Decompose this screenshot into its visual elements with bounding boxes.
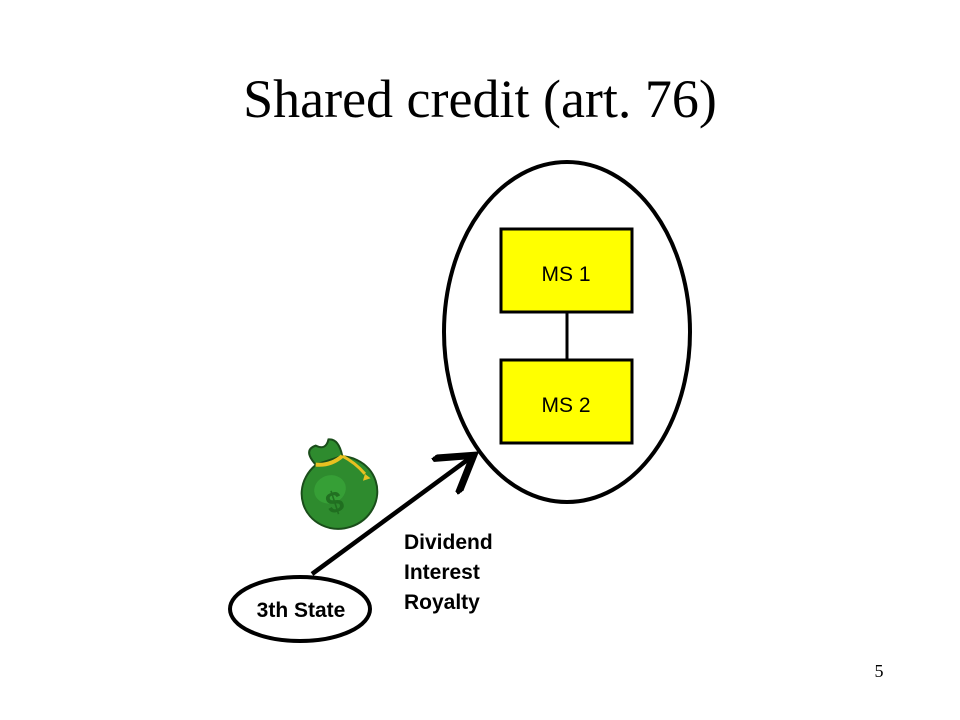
money-bag-icon: $ [300,438,379,530]
source-state-label: 3th State [257,599,346,622]
member-state-box-2-label: MS 2 [541,394,590,417]
source-state-node: 3th State [228,575,372,643]
source-state-ellipse [228,575,372,643]
payment-type-interest: Interest [404,561,480,584]
member-state-box-1-rect [499,227,634,314]
payment-flow-arrow [310,458,470,576]
member-state-box-2: MS 2 [499,358,634,445]
payment-type-royalty: Royalty [404,591,480,614]
payment-types-list: Dividend Interest Royalty [404,531,493,614]
slide-title: Shared credit (art. 76) [243,69,717,129]
page-number: 5 [874,661,884,681]
member-state-box-1: MS 1 [499,227,634,314]
member-state-box-2-rect [499,358,634,445]
member-state-box-1-label: MS 1 [541,263,590,286]
payment-type-dividend: Dividend [404,531,493,554]
